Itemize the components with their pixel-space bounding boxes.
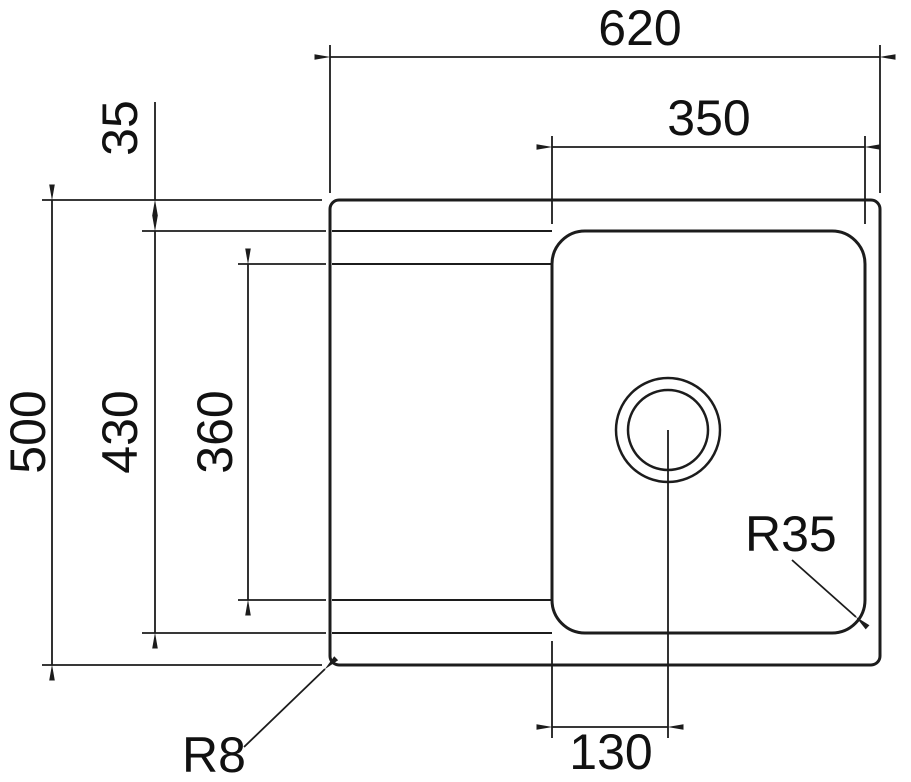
dimension-130-label: 130 — [569, 724, 652, 780]
radius-r8-leader-line — [243, 656, 339, 748]
sink-body-group — [328, 198, 882, 667]
sink-outer-outline — [328, 198, 882, 667]
dimension-labels-group: 620 350 35 500 430 360 130 R35 R8 — [0, 0, 837, 782]
radius-r35-label: R35 — [745, 506, 837, 562]
dimension-350-label: 350 — [667, 90, 750, 146]
radius-r8-label: R8 — [182, 727, 246, 782]
dimension-620-label: 620 — [598, 0, 681, 56]
dimension-500-label: 500 — [0, 390, 56, 473]
dimension-35-label: 35 — [92, 100, 148, 156]
dimension-360-label: 360 — [187, 390, 243, 473]
extension-lines-group — [42, 45, 881, 738]
dimension-430-label: 430 — [92, 390, 148, 473]
bowl-outline — [550, 229, 867, 635]
radius-r35-leader-line — [791, 559, 870, 630]
dimension-lines-group — [49, 54, 896, 748]
